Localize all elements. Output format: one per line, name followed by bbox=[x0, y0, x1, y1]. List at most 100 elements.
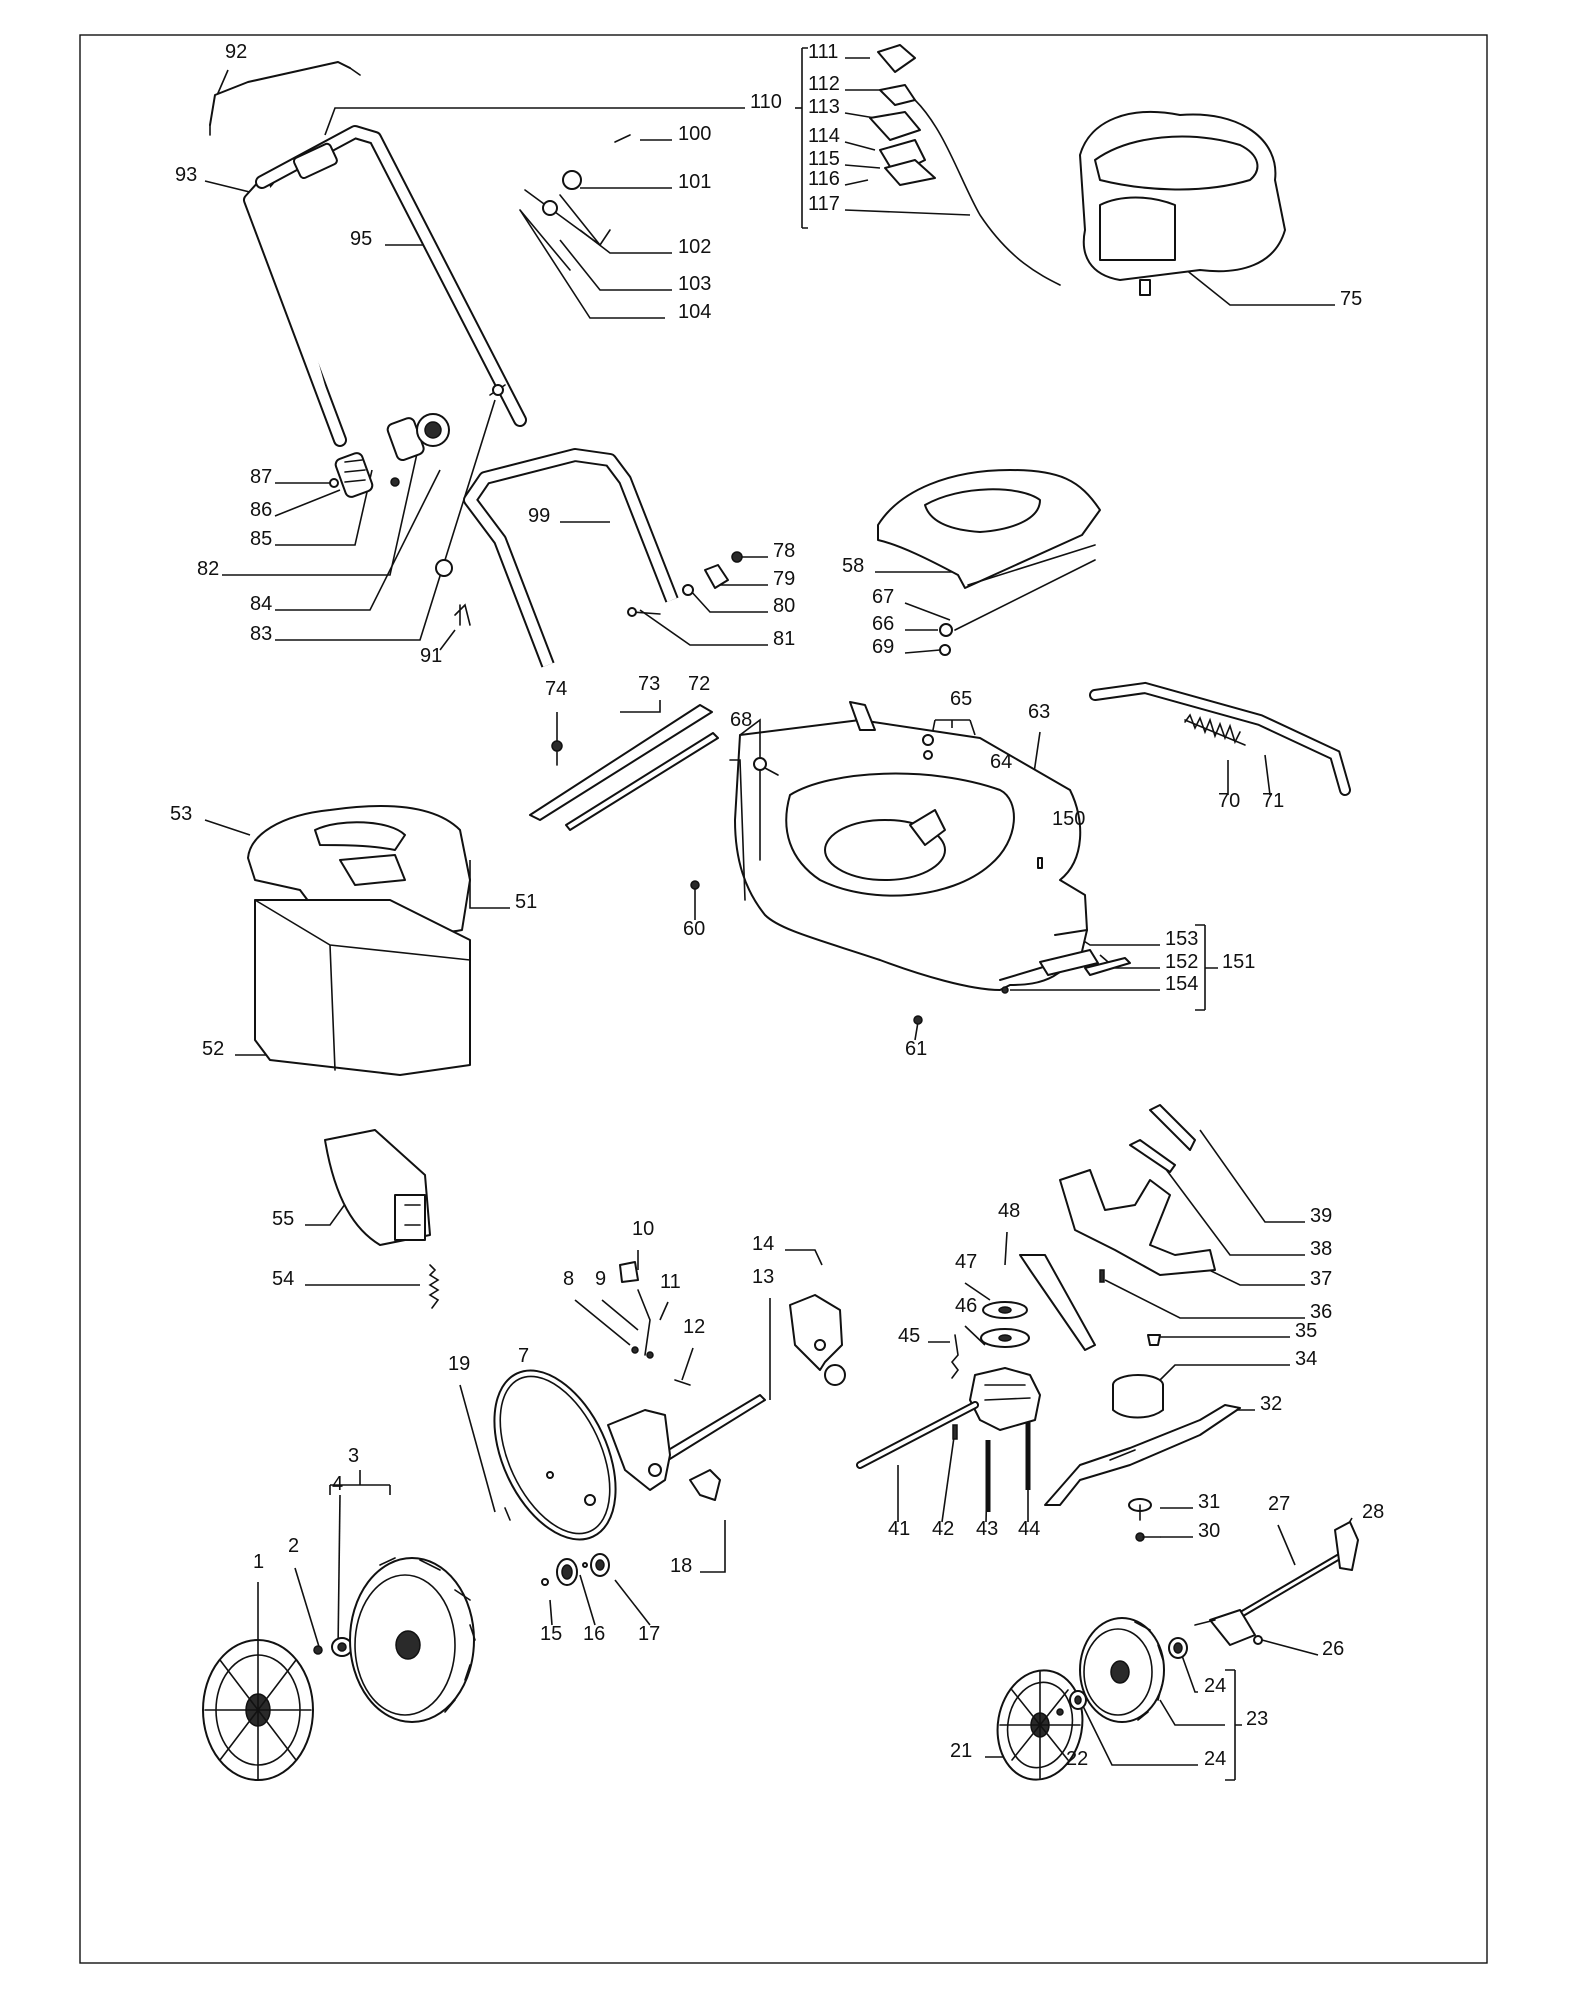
callout-44: 44 bbox=[1018, 1518, 1040, 1540]
part-30-35-blade bbox=[1044, 1334, 1241, 1542]
callout-113: 113 bbox=[808, 96, 840, 118]
part-99-lower-handle bbox=[435, 448, 679, 668]
part-7-drive-gear bbox=[493, 1369, 617, 1541]
callout-101: 101 bbox=[678, 171, 711, 193]
callout-114: 114 bbox=[808, 125, 840, 147]
callout-151: 151 bbox=[1222, 951, 1255, 973]
callout-51: 51 bbox=[515, 891, 537, 913]
callout-52: 52 bbox=[202, 1038, 224, 1060]
callout-102: 102 bbox=[678, 236, 711, 258]
callout-99: 99 bbox=[528, 505, 550, 527]
callout-48: 48 bbox=[998, 1200, 1020, 1222]
callout-22: 22 bbox=[1066, 1748, 1088, 1770]
callout-1: 1 bbox=[253, 1551, 264, 1573]
callout-10: 10 bbox=[632, 1218, 654, 1240]
part-91-bolt bbox=[435, 559, 453, 577]
part-51-53-grass-bag bbox=[247, 805, 471, 1076]
callout-80: 80 bbox=[773, 595, 795, 617]
callout-60: 60 bbox=[683, 918, 705, 940]
callout-103: 103 bbox=[678, 273, 711, 295]
callout-86: 86 bbox=[250, 499, 272, 521]
callout-24: 24 bbox=[1204, 1675, 1226, 1697]
callout-54: 54 bbox=[272, 1268, 294, 1290]
callout-53: 53 bbox=[170, 803, 192, 825]
callout-32: 32 bbox=[1260, 1393, 1282, 1415]
callout-73: 73 bbox=[638, 673, 660, 695]
callout-23: 23 bbox=[1246, 1708, 1268, 1730]
callout-152: 152 bbox=[1165, 951, 1198, 973]
callout-9: 9 bbox=[595, 1268, 606, 1290]
part-75-engine bbox=[1079, 111, 1286, 296]
callout-12: 12 bbox=[683, 1316, 705, 1338]
callout-31: 31 bbox=[1198, 1491, 1220, 1513]
callout-85: 85 bbox=[250, 528, 272, 550]
part-36-39-mulch-plug bbox=[1059, 1104, 1216, 1283]
callout-68: 68 bbox=[730, 709, 752, 731]
callout-65: 65 bbox=[950, 688, 972, 710]
callout-72: 72 bbox=[688, 673, 710, 695]
callout-78: 78 bbox=[773, 540, 795, 562]
callout-46: 46 bbox=[955, 1295, 977, 1317]
callout-115: 115 bbox=[808, 148, 840, 170]
part-78-81-fasteners bbox=[627, 551, 743, 617]
callout-91: 91 bbox=[420, 645, 442, 667]
callout-34: 34 bbox=[1295, 1348, 1317, 1370]
callout-110: 110 bbox=[750, 91, 782, 113]
callout-39: 39 bbox=[1310, 1205, 1332, 1227]
callout-13: 13 bbox=[752, 1266, 774, 1288]
callout-38: 38 bbox=[1310, 1238, 1332, 1260]
diagram-frame bbox=[79, 34, 1488, 1964]
callout-11: 11 bbox=[660, 1271, 681, 1293]
callout-2: 2 bbox=[288, 1535, 299, 1557]
part-92-handle-bar bbox=[209, 61, 361, 136]
callout-4: 4 bbox=[332, 1473, 343, 1495]
part-1-4-front-wheel bbox=[202, 1557, 476, 1781]
callout-55: 55 bbox=[272, 1208, 294, 1230]
callout-100: 100 bbox=[678, 123, 711, 145]
callout-154: 154 bbox=[1165, 973, 1198, 995]
part-55-54-chute bbox=[324, 1129, 440, 1309]
part-63-deck bbox=[729, 701, 1088, 991]
callout-36: 36 bbox=[1310, 1301, 1332, 1323]
callout-41: 41 bbox=[888, 1518, 910, 1540]
part-21-24-rear-wheel bbox=[996, 1617, 1165, 1781]
callout-47: 47 bbox=[955, 1251, 977, 1273]
callout-17: 17 bbox=[638, 1623, 660, 1645]
callout-95: 95 bbox=[350, 228, 372, 250]
callout-16: 16 bbox=[583, 1623, 605, 1645]
callout-81: 81 bbox=[773, 628, 795, 650]
callout-24: 24 bbox=[1204, 1748, 1226, 1770]
callout-64: 64 bbox=[990, 751, 1012, 773]
callout-19: 19 bbox=[448, 1353, 470, 1375]
part-26-28-rear-axle bbox=[1168, 1521, 1359, 1659]
callout-21: 21 bbox=[950, 1740, 972, 1762]
callout-labels: 9211011111211311411511611710010110210310… bbox=[170, 41, 1384, 1770]
part-93-grip bbox=[292, 142, 338, 180]
callout-74: 74 bbox=[545, 678, 567, 700]
callout-27: 27 bbox=[1268, 1493, 1290, 1515]
callout-69: 69 bbox=[872, 636, 894, 658]
leader-lines bbox=[204, 47, 1353, 1781]
callout-37: 37 bbox=[1310, 1268, 1332, 1290]
part-41-48-gearbox bbox=[856, 1254, 1096, 1512]
callout-42: 42 bbox=[932, 1518, 954, 1540]
callout-61: 61 bbox=[905, 1038, 927, 1060]
part-110-117-control-lever bbox=[869, 44, 1061, 286]
callout-58: 58 bbox=[842, 555, 864, 577]
part-83-87-height-adjuster bbox=[329, 384, 506, 498]
callout-3: 3 bbox=[348, 1445, 359, 1467]
callout-84: 84 bbox=[250, 593, 272, 615]
part-58-deflector bbox=[877, 469, 1101, 656]
callout-7: 7 bbox=[518, 1345, 529, 1367]
callout-35: 35 bbox=[1295, 1320, 1317, 1342]
part-151-154-mulch-kit bbox=[690, 880, 1131, 1025]
callout-28: 28 bbox=[1362, 1501, 1384, 1523]
callout-82: 82 bbox=[197, 558, 219, 580]
callout-112: 112 bbox=[808, 73, 840, 95]
callout-117: 117 bbox=[808, 193, 840, 215]
part-72-74-blade-cover bbox=[529, 704, 719, 831]
callout-67: 67 bbox=[872, 586, 894, 608]
callout-66: 66 bbox=[872, 613, 894, 635]
part-8-14-drive-assembly bbox=[607, 1261, 846, 1501]
